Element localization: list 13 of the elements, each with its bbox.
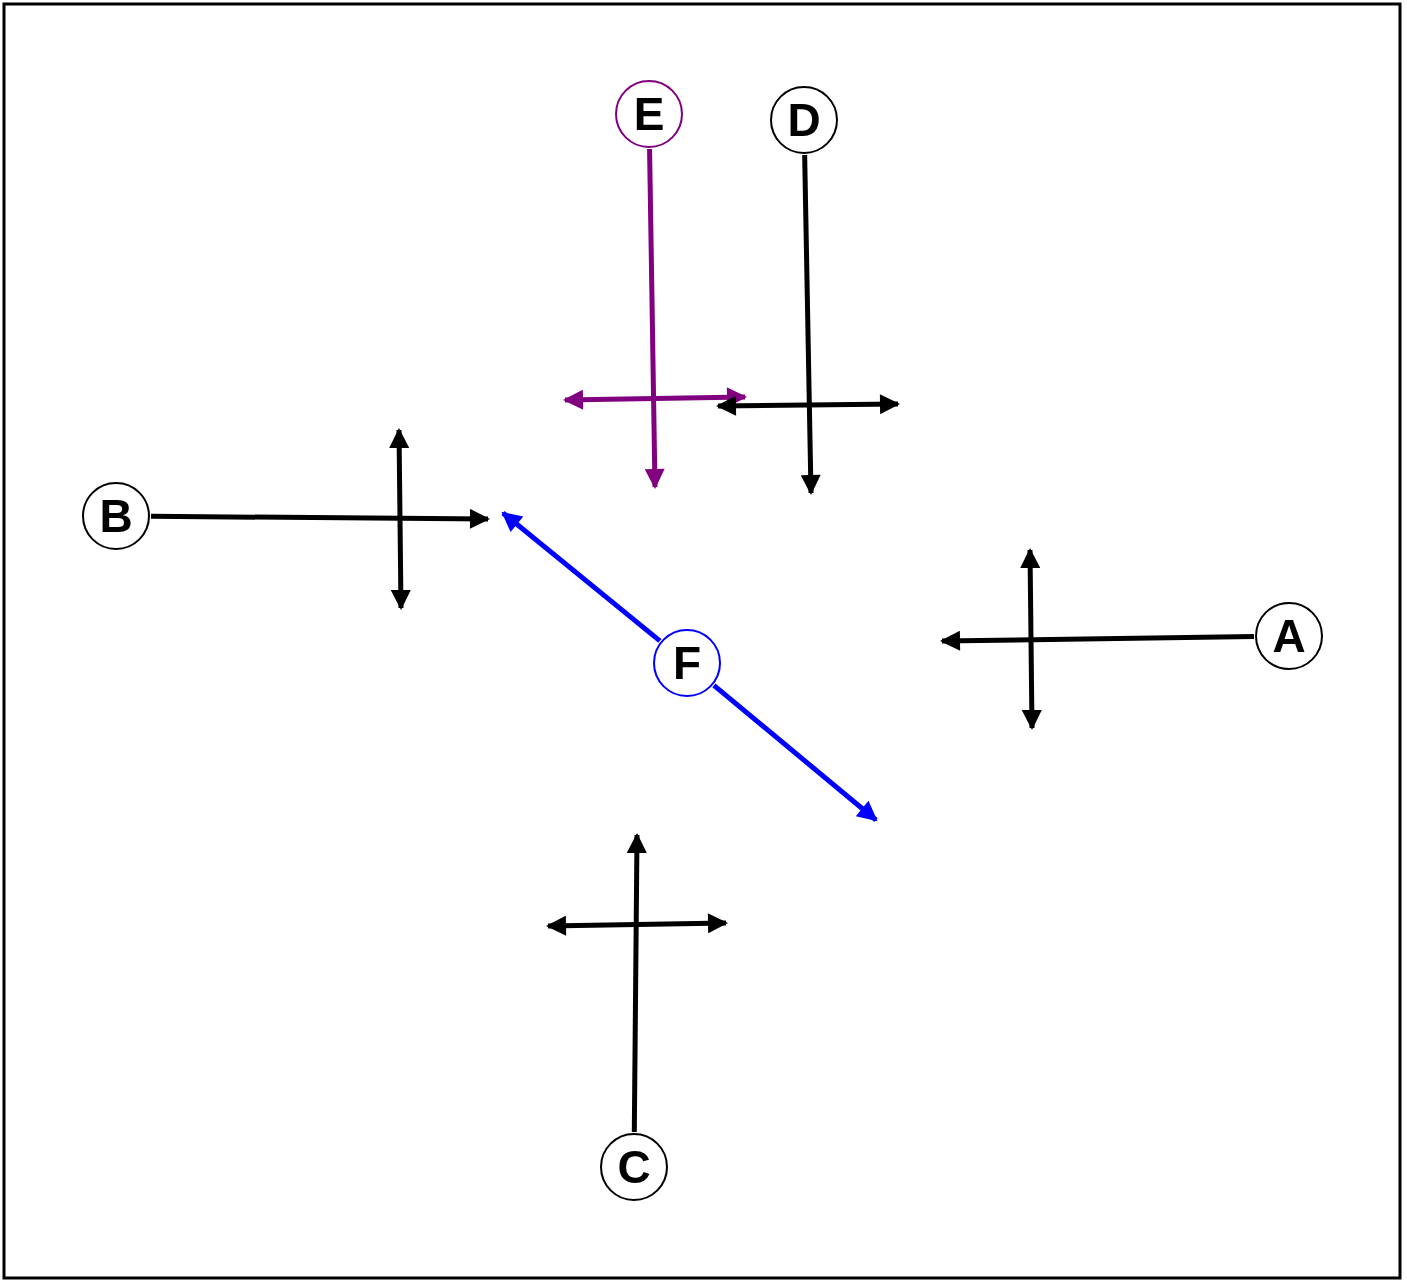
arrow xyxy=(644,148,665,489)
node-circle: F xyxy=(653,629,721,697)
node-circle: D xyxy=(770,86,838,154)
node-circle: C xyxy=(600,1133,668,1201)
node-circle: B xyxy=(82,482,150,550)
arrow xyxy=(940,630,1255,651)
node-circle: A xyxy=(1255,602,1323,670)
arrow xyxy=(150,508,490,529)
arrow xyxy=(626,833,647,1132)
arrow xyxy=(501,511,662,643)
arrow xyxy=(800,154,821,495)
node-circle: E xyxy=(615,80,683,148)
arrow xyxy=(712,683,878,822)
